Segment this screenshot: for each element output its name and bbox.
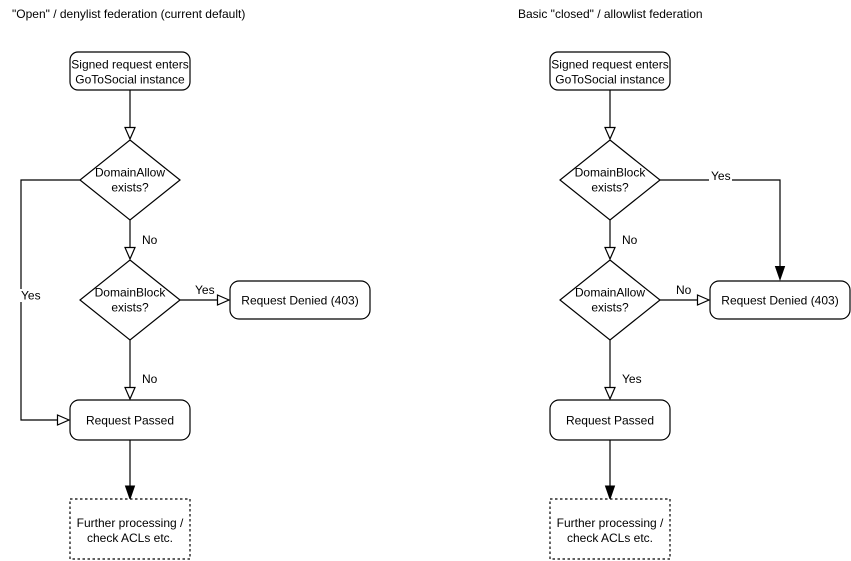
left-start-node-label-line1: Signed request enters (71, 58, 188, 72)
left-edge-label-decision1-yes: Yes (21, 289, 41, 303)
left-denied-node-label: Request Denied (403) (241, 294, 358, 308)
left-flowchart-title: "Open" / denylist federation (current de… (12, 7, 245, 21)
left-arrowhead-open-decision2 (124, 246, 136, 261)
left-decision1-label-line2: exists? (111, 181, 149, 195)
left-further-node-label-line2: check ACLs etc. (87, 531, 173, 545)
right-arrowhead-filled-denied-top (774, 266, 786, 282)
left-edge-label-yes-background (20, 289, 43, 302)
left-edge-label-decision2-yes: Yes (195, 283, 215, 297)
left-edge-label-decision2-no: No (142, 372, 158, 386)
right-edge-label-decision1-yes: Yes (711, 169, 731, 183)
left-arrowhead-open-passed-side (56, 414, 71, 426)
right-passed-node-label: Request Passed (566, 414, 654, 428)
right-arrowhead-filled-further (604, 485, 616, 501)
right-edge-label-decision2-no: No (676, 283, 692, 297)
left-denied-node (229, 280, 371, 320)
right-decision2-label-line1: DomainAllow (575, 286, 645, 300)
left-decision1-label-line1: DomainAllow (95, 166, 165, 180)
right-decision1-label-line1: DomainBlock (575, 166, 647, 180)
right-edge-label-yes-background (709, 170, 732, 182)
right-edge-decision1-yes-to-denied (660, 179, 781, 267)
left-arrowhead-open-passed (124, 386, 136, 401)
right-decision1-label-line2: exists? (591, 181, 629, 195)
right-start-node-label-line2: GoToSocial instance (555, 73, 665, 87)
right-flowchart-title: Basic "closed" / allowlist federation (518, 7, 703, 21)
left-passed-node-label: Request Passed (86, 414, 174, 428)
left-arrowhead-open-decision1 (124, 126, 136, 141)
right-flowchart: Basic "closed" / allowlist federation Si… (518, 7, 851, 560)
right-start-node-label-line1: Signed request enters (551, 58, 668, 72)
right-arrowhead-open-decision2 (604, 246, 616, 261)
right-decision2-label-line2: exists? (591, 301, 629, 315)
right-denied-node-label: Request Denied (403) (721, 294, 838, 308)
right-arrowhead-open-denied (696, 294, 711, 306)
left-flowchart: "Open" / denylist federation (current de… (12, 7, 371, 560)
right-further-node (549, 498, 671, 560)
left-start-node-label-line2: GoToSocial instance (75, 73, 185, 87)
left-further-node (69, 498, 191, 560)
left-further-node-label-line1: Further processing / (77, 516, 184, 530)
left-edge-label-decision1-no: No (142, 233, 158, 247)
right-arrowhead-open-passed (604, 386, 616, 401)
right-further-node-label-line2: check ACLs etc. (567, 531, 653, 545)
right-arrowhead-open-decision1 (604, 126, 616, 141)
left-arrowhead-filled-further (124, 485, 136, 501)
left-decision2-label-line2: exists? (111, 301, 149, 315)
right-denied-node (709, 280, 851, 320)
right-edge-label-decision2-yes: Yes (622, 372, 642, 386)
left-arrowhead-open-denied (216, 294, 231, 306)
left-decision2-label-line1: DomainBlock (95, 286, 167, 300)
right-edge-label-decision1-no: No (622, 233, 638, 247)
right-further-node-label-line1: Further processing / (557, 516, 664, 530)
